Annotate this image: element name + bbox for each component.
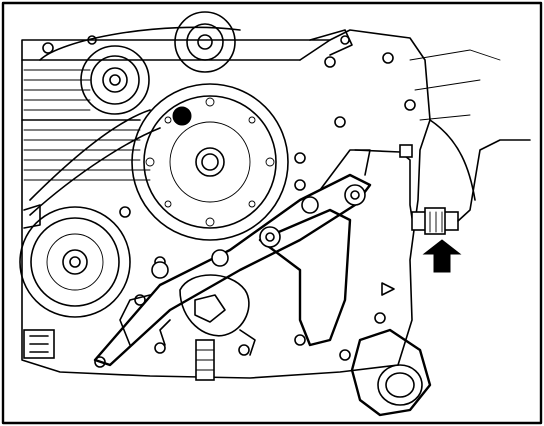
- water-pump-pulley: [19, 206, 131, 318]
- idler-pulley: [80, 45, 150, 115]
- cover-bolts: [42, 35, 416, 368]
- sensor: [354, 139, 531, 235]
- left-fittings: [23, 29, 353, 359]
- top-pulley: [174, 11, 236, 73]
- timing-cover-ribs: [93, 149, 372, 381]
- coolant-outlet: [350, 328, 432, 417]
- drive-belt: [29, 26, 241, 216]
- triangle-mark: [381, 282, 395, 296]
- plug-icon: [172, 106, 192, 126]
- crankshaft-pulley: [131, 83, 289, 241]
- arrow-up-icon: [422, 239, 462, 273]
